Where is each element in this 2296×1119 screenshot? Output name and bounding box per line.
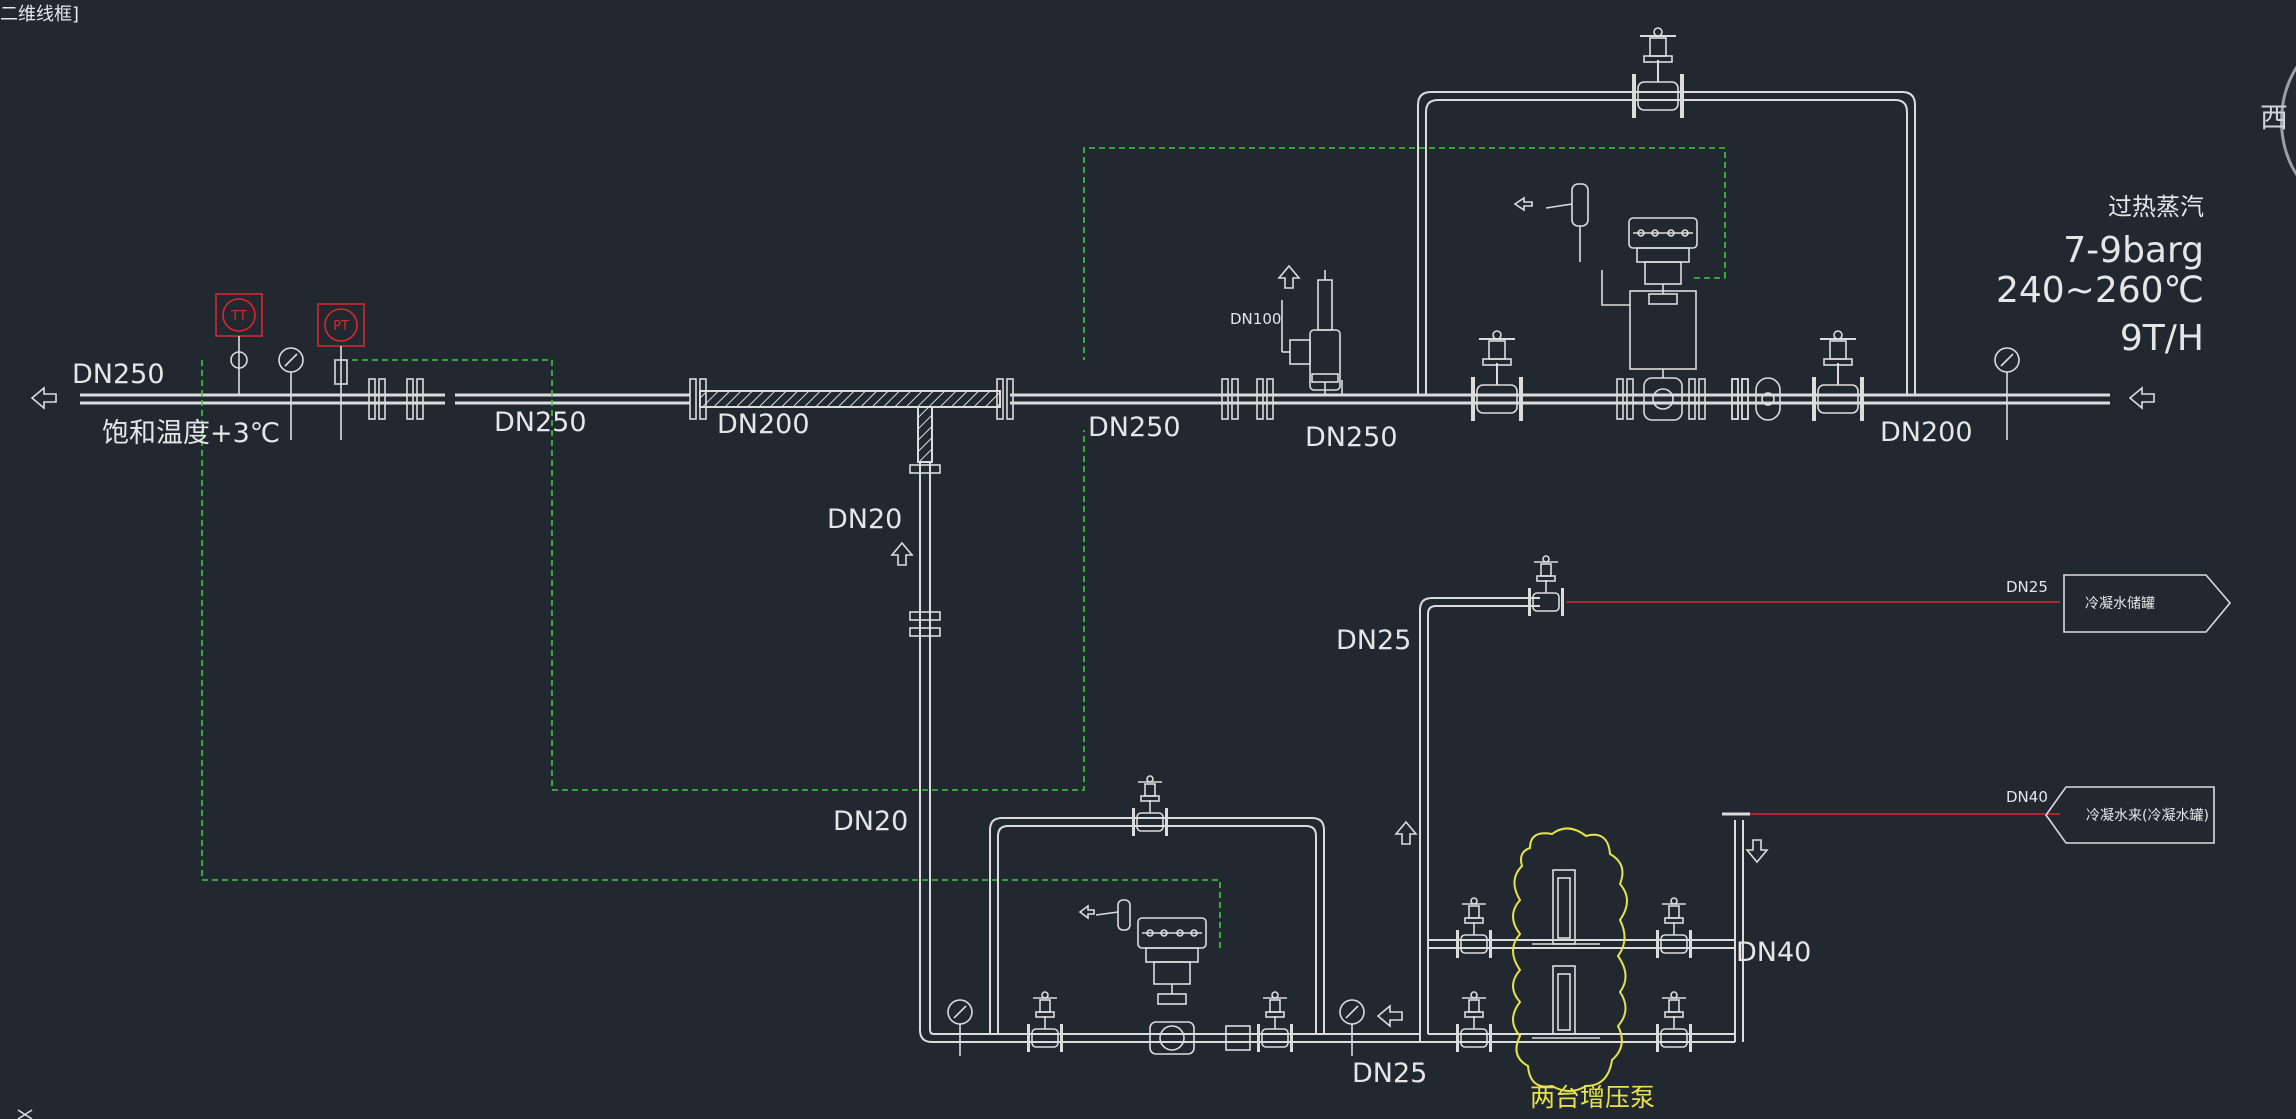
steam-spec: 过热蒸汽 7-9barg 240~260℃ 9T/H: [1996, 193, 2204, 359]
label-dn40-b: DN40: [2006, 788, 2048, 806]
prv-positioner[interactable]: [1513, 183, 1630, 306]
condensate-valve[interactable]: [1527, 555, 1565, 617]
condensate-lines: [1566, 601, 2060, 816]
prv-flange-in: [1616, 378, 1634, 420]
signal-lines: [201, 147, 1726, 950]
booster-pumps[interactable]: [1532, 869, 1600, 1039]
strainer-flange: [1731, 378, 1749, 420]
desuperheater-water-loop[interactable]: [919, 817, 1420, 1043]
prv-flange-out: [1688, 378, 1706, 420]
pump-label: 两台增压泵: [1530, 1083, 1655, 1112]
connector-1-label: 冷凝水储罐: [2085, 596, 2155, 612]
label-dn25-b: DN25: [1352, 1058, 1427, 1089]
steam-flow: 9T/H: [2120, 318, 2204, 359]
label-dn25-a: DN25: [1336, 625, 1411, 656]
tt-label: TT: [230, 309, 247, 324]
water-flow-arrow-icon: [1377, 1005, 1403, 1027]
label-dn100: DN100: [1230, 310, 1281, 328]
pt-label: PT: [333, 319, 349, 334]
water-control-valve[interactable]: [1137, 917, 1251, 1055]
pump-group-cloud: [1512, 827, 1628, 1092]
pressure-transmitter[interactable]: PT: [317, 303, 365, 440]
viewport-label[interactable]: 二维线框]: [0, 4, 80, 25]
water-cv-positioner[interactable]: [1078, 899, 1131, 931]
steam-title: 过热蒸汽: [2108, 193, 2204, 221]
pump-station-piping[interactable]: [1419, 597, 1744, 1043]
condensate-in-arrow-icon: [1746, 839, 1768, 863]
pressure-reducing-bypass[interactable]: [1417, 91, 1916, 395]
pump-discharge-arrow-icon: [1395, 821, 1417, 845]
ucs-icon: [17, 1109, 33, 1119]
label-dn200-a: DN200: [717, 409, 810, 440]
label-dn250-left: DN250: [72, 359, 165, 390]
offpage-connector-1[interactable]: 冷凝水储罐: [2063, 574, 2232, 633]
pressure-reducing-valve[interactable]: [1628, 217, 1781, 421]
main-steam-header[interactable]: [80, 390, 2110, 408]
isolation-valve-inlet[interactable]: [1470, 330, 1524, 422]
steam-pressure: 7-9barg: [2063, 230, 2204, 271]
inlet-arrow-icon: [2129, 387, 2155, 409]
outlet-arrow-icon: [31, 387, 57, 409]
label-dn20-a: DN20: [827, 504, 902, 535]
saturation-note: 饱和温度+3℃: [102, 418, 280, 449]
safety-valve[interactable]: [1281, 270, 1343, 395]
viewcube-west-label: 西: [2260, 101, 2289, 134]
isolation-valve-outlet[interactable]: [1811, 330, 1865, 422]
dn20-branch[interactable]: [909, 406, 941, 1030]
offpage-connector-2[interactable]: 冷凝水来(冷凝水罐): [2045, 786, 2215, 844]
water-gauge-left-icon[interactable]: [947, 999, 973, 1057]
label-dn200-b: DN200: [1880, 417, 1973, 448]
label-dn250-c: DN250: [1305, 422, 1398, 453]
label-dn250-a: DN250: [494, 407, 587, 438]
label-dn20-b: DN20: [833, 806, 908, 837]
bypass-valve[interactable]: [1631, 27, 1685, 119]
water-gauge-right-icon[interactable]: [1339, 999, 1365, 1057]
steam-temperature: 240~260℃: [1996, 270, 2204, 311]
connector-2-label: 冷凝水来(冷凝水罐): [2086, 808, 2209, 824]
temperature-transmitter[interactable]: TT: [215, 293, 263, 395]
label-dn250-b: DN250: [1088, 412, 1181, 443]
vent-arrow-icon: [1278, 265, 1300, 289]
dn20-flow-arrow-icon: [891, 542, 913, 566]
label-dn25-c: DN25: [2006, 578, 2048, 596]
label-dn40-a: DN40: [1736, 937, 1811, 968]
